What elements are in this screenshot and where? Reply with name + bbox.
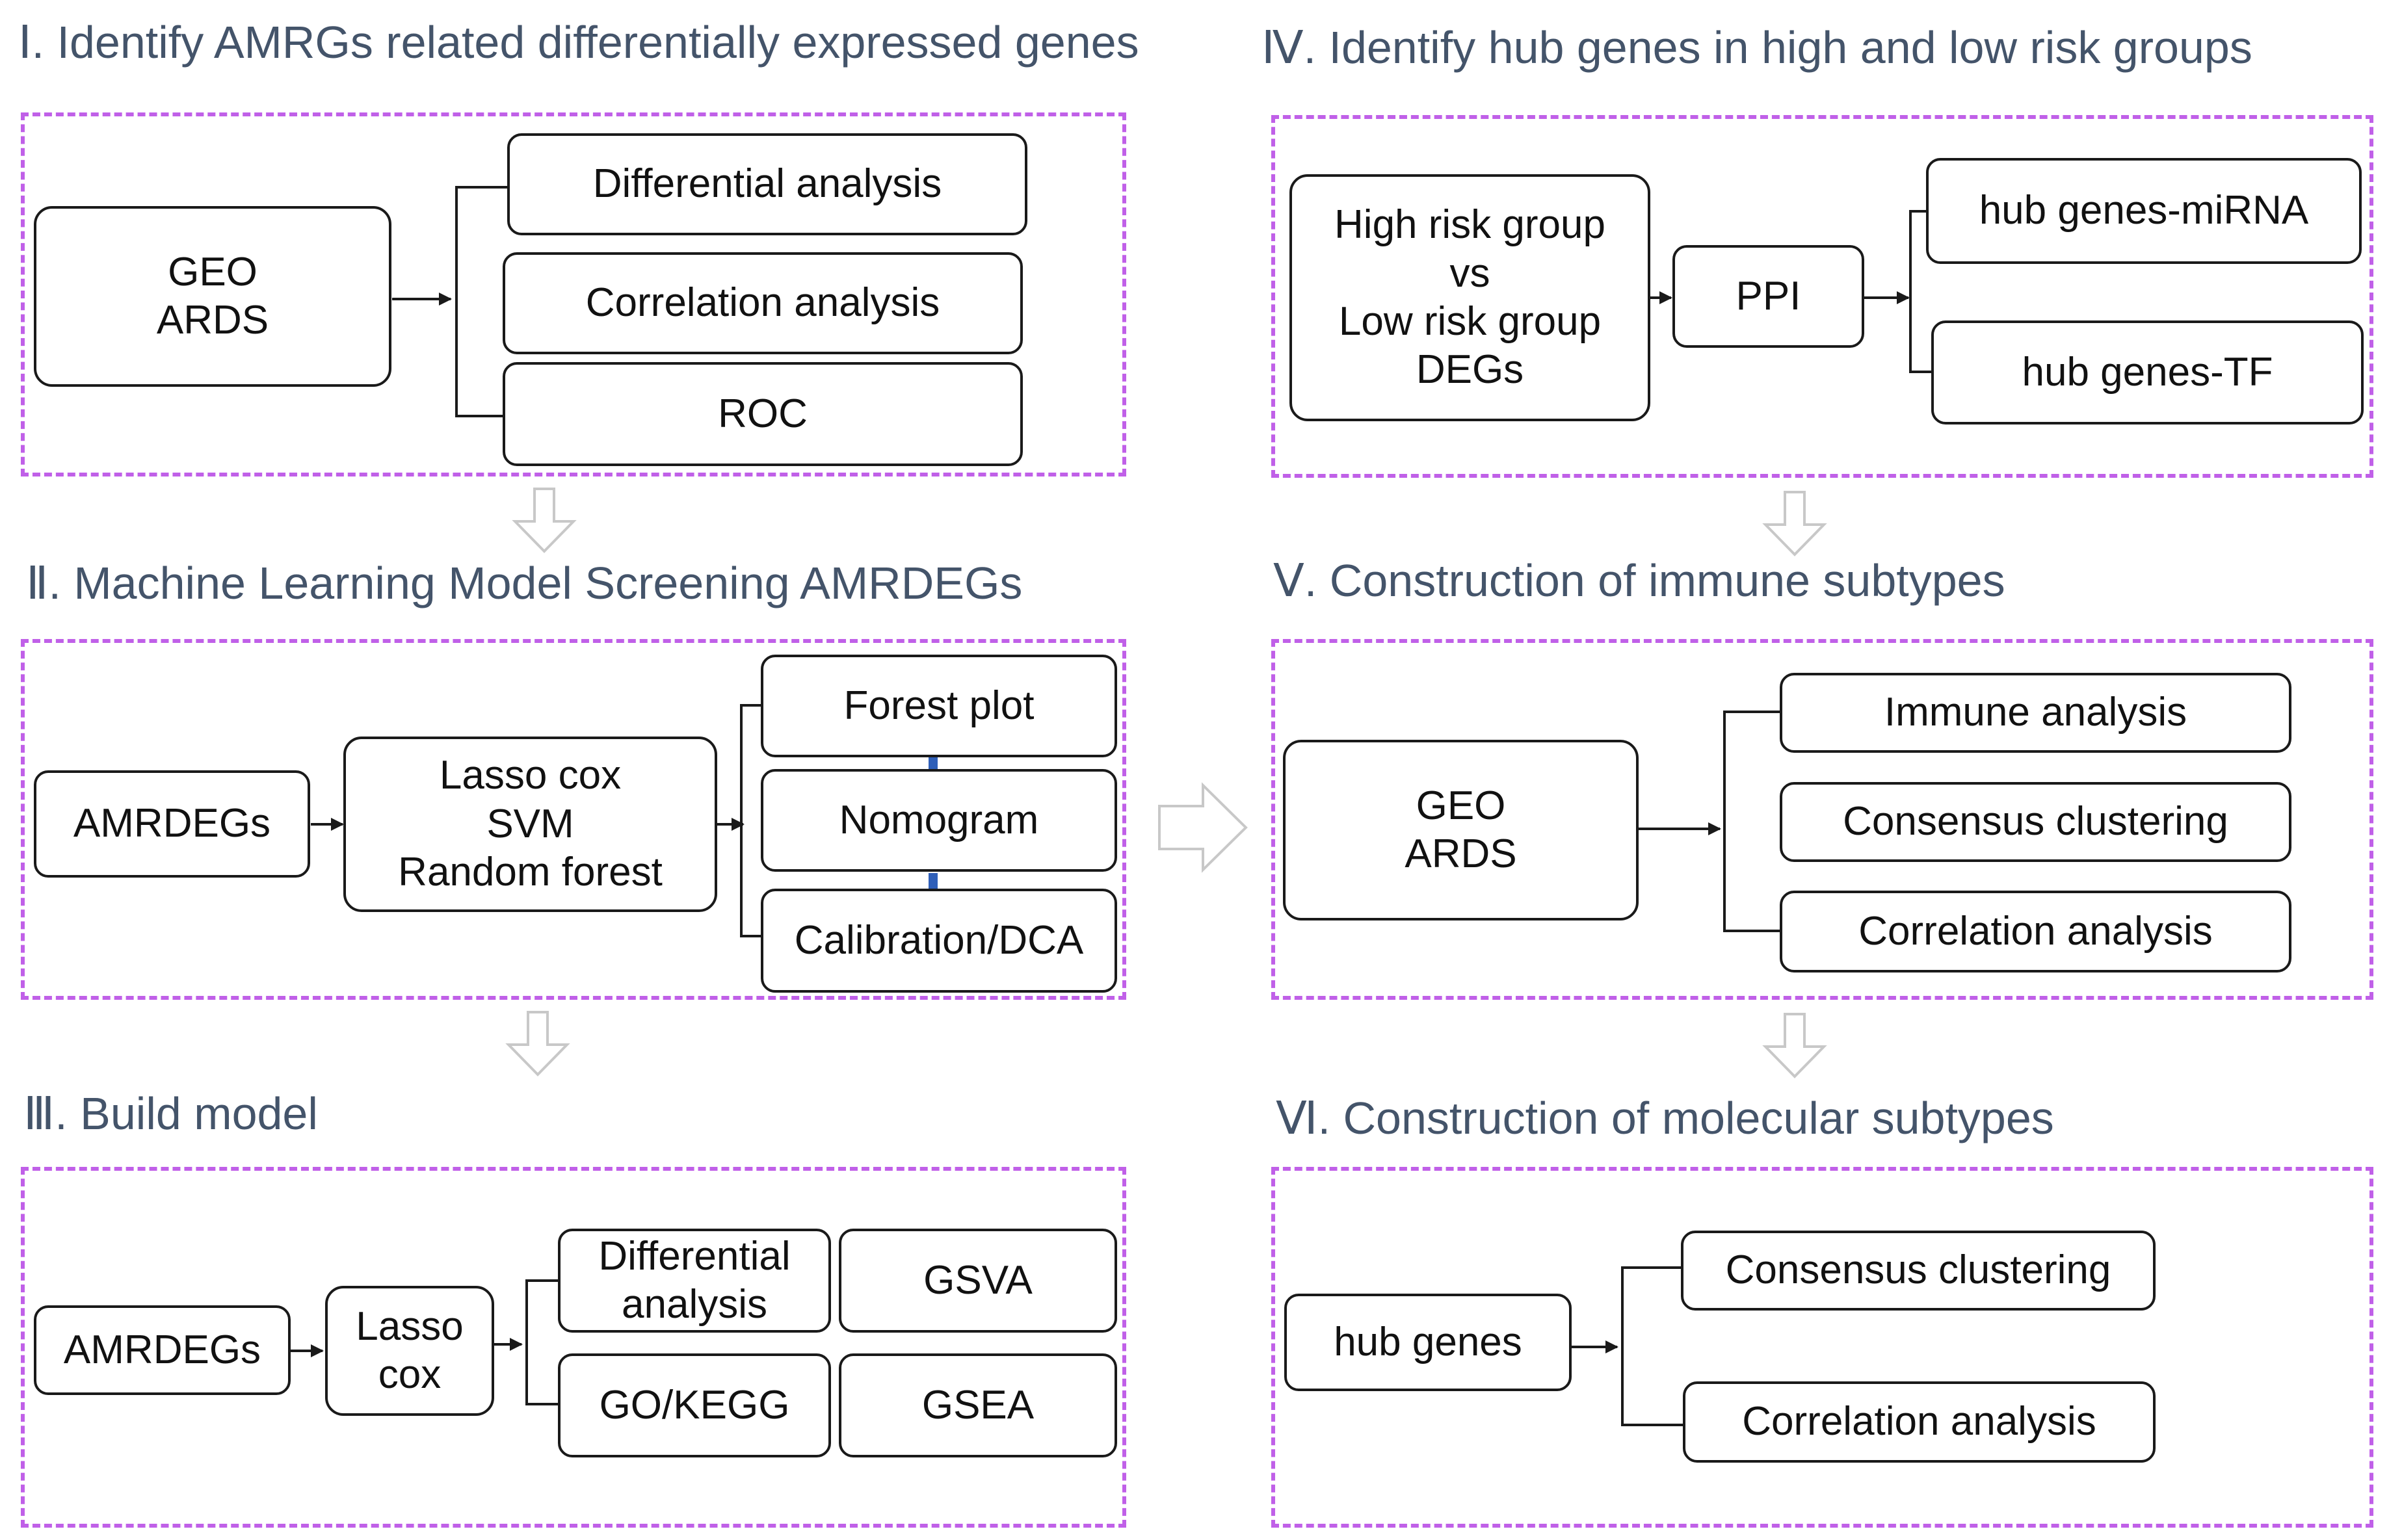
section-1-panel [21, 112, 1126, 476]
s2-method-2: SVM [486, 801, 574, 846]
flow-arrow-5-6 [1762, 1013, 1827, 1078]
s6-item-consensus: Consensus clustering [1681, 1231, 2156, 1311]
s4-compare-node: High risk group vs Low risk group DEGs [1289, 174, 1650, 421]
s5-item-consensus: Consensus clustering [1780, 782, 2291, 862]
s2-method-1: Lasso cox [439, 753, 622, 798]
s2-output-forest-plot: Forest plot [761, 655, 1117, 757]
s5-source-line-2: ARDS [1405, 831, 1517, 876]
flow-arrow-2-5 [1158, 782, 1248, 873]
s3-method-line-2: cox [378, 1352, 442, 1397]
section-4-panel [1271, 115, 2373, 478]
s3-output-gsea: GSEA [839, 1353, 1117, 1457]
s5-item-correlation: Correlation analysis [1780, 891, 2291, 972]
flow-arrow-1-2 [512, 488, 577, 553]
s3-method-line-1: Lasso [356, 1303, 464, 1349]
s1-item-correlation: Correlation analysis [503, 252, 1023, 354]
s4-output-mirna: hub genes-miRNA [1926, 158, 2362, 264]
s5-source-line-1: GEO [1416, 783, 1506, 828]
s4-compare-line-4: DEGs [1416, 347, 1524, 393]
section-4-title: Ⅳ. Identify hub genes in high and low ri… [1261, 22, 2252, 73]
s2-output-calibration-dca: Calibration/DCA [761, 889, 1117, 993]
s2-output-nomogram: Nomogram [761, 769, 1117, 872]
section-6-panel [1271, 1167, 2373, 1528]
s4-compare-line-2: vs [1449, 250, 1490, 296]
flow-arrow-2-3 [505, 1011, 570, 1077]
section-5-title: Ⅴ. Construction of immune subtypes [1273, 555, 2005, 606]
s3-output-go-kegg: GO/KEGG [558, 1353, 831, 1457]
s2-input-node: AMRDEGs [34, 770, 310, 878]
section-3-title: Ⅲ. Build model [23, 1088, 318, 1139]
flow-arrow-4-5 [1762, 491, 1827, 556]
s1-source-line-1: GEO [168, 249, 257, 294]
s3-output-differential-line-2: analysis [622, 1282, 767, 1327]
s5-item-immune: Immune analysis [1780, 673, 2291, 753]
s1-source-node: GEO ARDS [34, 206, 391, 387]
s6-input-node: hub genes [1284, 1294, 1572, 1391]
s4-compare-line-1: High risk group [1334, 202, 1605, 248]
s3-output-gsva: GSVA [839, 1229, 1117, 1333]
s2-method-3: Random forest [398, 850, 663, 895]
section-2-panel [21, 639, 1126, 1000]
section-1-title: Ⅰ. Identify AMRGs related differentially… [18, 17, 1139, 68]
s1-item-differential: Differential analysis [507, 133, 1027, 235]
s6-item-correlation: Correlation analysis [1683, 1381, 2156, 1463]
section-5-panel [1271, 639, 2373, 1000]
s4-compare-line-3: Low risk group [1338, 299, 1602, 344]
s3-method-node: Lasso cox [325, 1286, 494, 1416]
s4-ppi-node: PPI [1672, 245, 1864, 348]
s1-source-line-2: ARDS [156, 298, 269, 343]
s1-item-roc: ROC [503, 362, 1023, 466]
s3-output-differential-line-1: Differential [598, 1233, 791, 1279]
s4-output-tf: hub genes-TF [1931, 320, 2364, 424]
s5-source-node: GEO ARDS [1283, 740, 1639, 920]
s2-methods-node: Lasso cox SVM Random forest [343, 737, 717, 912]
s3-input-node: AMRDEGs [34, 1305, 291, 1395]
section-3-panel [21, 1167, 1126, 1528]
section-2-title: Ⅱ. Machine Learning Model Screening AMRD… [26, 558, 1023, 608]
section-6-title: Ⅵ. Construction of molecular subtypes [1276, 1093, 2054, 1143]
s3-output-differential: Differential analysis [558, 1229, 831, 1333]
